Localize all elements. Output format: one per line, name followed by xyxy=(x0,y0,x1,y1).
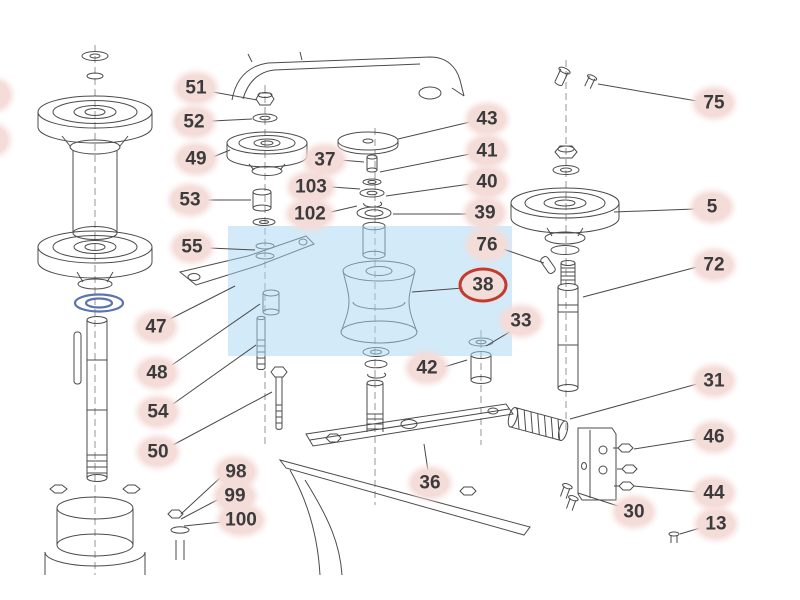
leader-line-98 xyxy=(180,476,222,515)
leader-line-38 xyxy=(411,287,464,293)
leader-line-33 xyxy=(485,329,514,347)
part-label-102[interactable]: 102 xyxy=(289,200,331,228)
part-label-51[interactable]: 51 xyxy=(177,74,215,102)
leader-line-40 xyxy=(385,183,471,197)
leader-line-30 xyxy=(577,492,622,508)
leader-line-54 xyxy=(172,344,257,405)
part-label-103[interactable]: 103 xyxy=(290,173,332,201)
lower-deck-edge xyxy=(278,459,531,576)
leader-line-51 xyxy=(212,91,258,101)
leader-line-44 xyxy=(633,485,698,493)
right-column-assembly xyxy=(507,66,638,511)
bottom-fragments xyxy=(167,509,680,560)
leader-line-42 xyxy=(443,359,468,368)
bearing-highlighted xyxy=(73,293,125,313)
part-label-98[interactable]: 98 xyxy=(217,458,255,486)
leader-line-55 xyxy=(208,247,256,251)
leader-line-103 xyxy=(331,186,361,190)
part-label-36[interactable]: 36 xyxy=(411,469,449,497)
part-label-54[interactable]: 54 xyxy=(139,398,177,426)
spring xyxy=(507,407,569,441)
part-label-41[interactable]: 41 xyxy=(468,137,506,165)
part-label-cutoff-1[interactable] xyxy=(0,126,8,154)
part-label-38[interactable]: 38 xyxy=(458,267,508,303)
part-label-52[interactable]: 52 xyxy=(175,108,213,136)
part-label-99[interactable]: 99 xyxy=(216,482,254,510)
part-label-30[interactable]: 30 xyxy=(615,498,653,526)
leader-line-99 xyxy=(180,498,220,520)
part-label-40[interactable]: 40 xyxy=(468,168,506,196)
leader-line-46 xyxy=(633,438,698,450)
leader-line-50 xyxy=(172,391,273,446)
part-label-48[interactable]: 48 xyxy=(138,359,176,387)
left-spindle-assembly xyxy=(37,51,153,575)
leader-line-102 xyxy=(330,205,358,213)
leader-line-76 xyxy=(502,248,545,264)
part-label-76[interactable]: 76 xyxy=(468,231,506,259)
leader-line-49 xyxy=(212,149,231,158)
part-label-33[interactable]: 33 xyxy=(502,307,540,335)
part-label-55[interactable]: 55 xyxy=(173,233,211,261)
leader-line-47 xyxy=(169,285,236,320)
part-label-75[interactable]: 75 xyxy=(695,89,733,117)
leader-line-100 xyxy=(183,521,223,527)
part-label-53[interactable]: 53 xyxy=(171,186,209,214)
leader-line-52 xyxy=(211,118,253,122)
part-label-39[interactable]: 39 xyxy=(466,199,504,227)
part-label-46[interactable]: 46 xyxy=(695,423,733,451)
leader-line-41 xyxy=(379,153,471,173)
leader-line-43 xyxy=(397,121,471,140)
part-label-44[interactable]: 44 xyxy=(695,479,733,507)
leader-line-36 xyxy=(423,443,429,472)
part-label-42[interactable]: 42 xyxy=(408,354,446,382)
part-label-72[interactable]: 72 xyxy=(695,251,733,279)
leader-line-37 xyxy=(339,159,365,163)
deck-shell xyxy=(231,51,465,101)
leader-line-72 xyxy=(582,266,698,298)
leader-line-31 xyxy=(569,383,698,420)
support-bar xyxy=(305,403,514,496)
part-label-13[interactable]: 13 xyxy=(697,510,735,538)
part-label-43[interactable]: 43 xyxy=(468,105,506,133)
leader-line-48 xyxy=(171,303,261,366)
leader-line-5 xyxy=(613,208,696,213)
part-label-cutoff-0[interactable] xyxy=(0,81,10,109)
part-label-47[interactable]: 47 xyxy=(137,313,175,341)
leader-line-13 xyxy=(679,527,701,535)
part-label-100[interactable]: 100 xyxy=(220,506,262,534)
part-label-49[interactable]: 49 xyxy=(177,145,215,173)
part-label-5[interactable]: 5 xyxy=(693,193,731,221)
leader-line-75 xyxy=(597,83,698,102)
part-label-50[interactable]: 50 xyxy=(139,438,177,466)
part-label-37[interactable]: 37 xyxy=(306,146,344,174)
part-label-31[interactable]: 31 xyxy=(695,367,733,395)
